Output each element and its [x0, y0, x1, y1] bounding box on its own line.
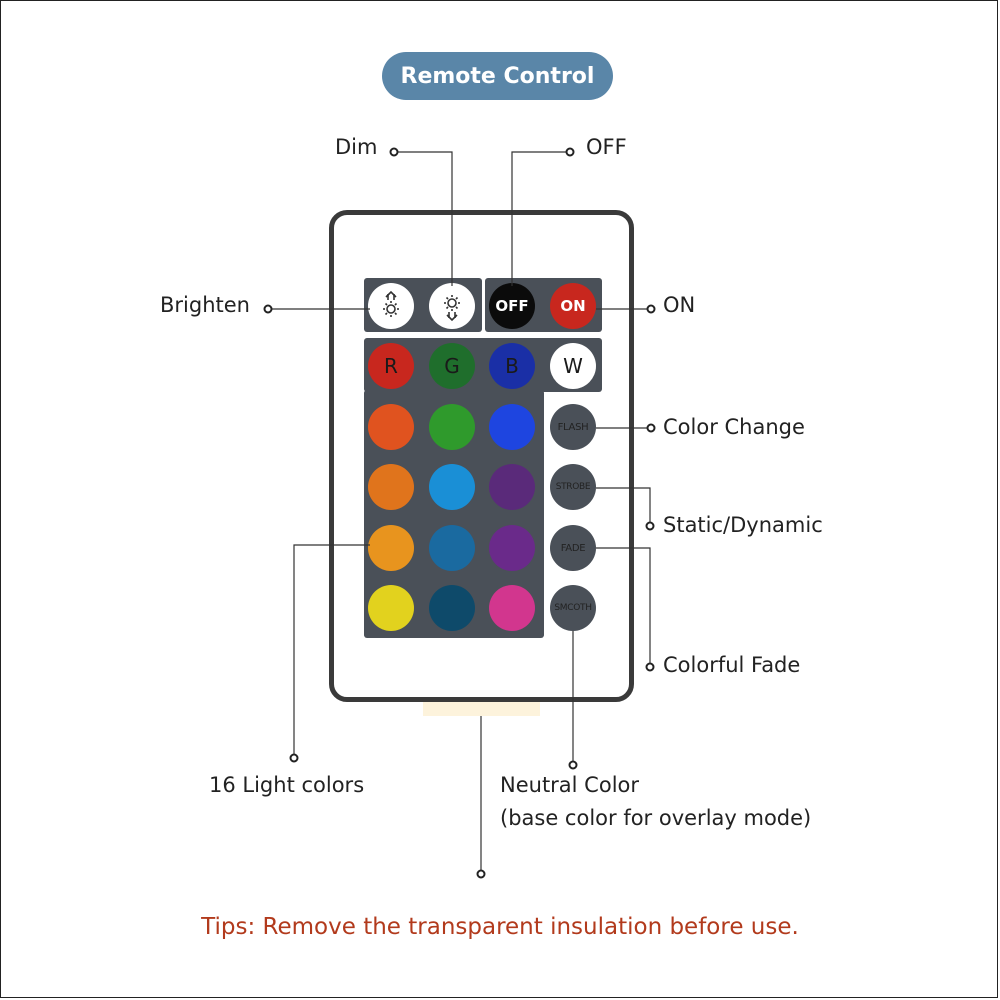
- flash-button-label: FLASH: [557, 421, 589, 433]
- label-off: OFF: [586, 135, 627, 159]
- color-button[interactable]: [429, 404, 475, 450]
- on-button[interactable]: ON: [550, 283, 596, 329]
- dim-button[interactable]: [429, 283, 475, 329]
- blue-button-label: B: [505, 354, 519, 378]
- blue-button[interactable]: B: [489, 343, 535, 389]
- white-button-label: W: [563, 354, 583, 378]
- flash-button[interactable]: FLASH: [550, 404, 596, 450]
- color-button[interactable]: [489, 585, 535, 631]
- tips-text: Tips: Remove the transparent insulation …: [201, 914, 799, 940]
- color-button[interactable]: [429, 585, 475, 631]
- green-button[interactable]: G: [429, 343, 475, 389]
- label-neutral-color: Neutral Color: [500, 773, 640, 797]
- label-color-change: Color Change: [663, 415, 805, 439]
- label-neutral-color-note: (base color for overlay mode): [500, 806, 812, 830]
- label-dim: Dim: [335, 135, 378, 159]
- fade-button-label: FADE: [560, 542, 586, 554]
- color-button[interactable]: [489, 464, 535, 510]
- red-button[interactable]: R: [368, 343, 414, 389]
- page-title: Remote Control: [382, 52, 613, 100]
- color-button[interactable]: [429, 464, 475, 510]
- smooth-button-label: SMCOTH: [554, 603, 592, 613]
- brighten-button[interactable]: [368, 283, 414, 329]
- sun-up-icon: [383, 290, 399, 317]
- fade-button[interactable]: FADE: [550, 525, 596, 571]
- color-button[interactable]: [368, 585, 414, 631]
- strobe-button-label: STROBE: [555, 482, 591, 492]
- strobe-button[interactable]: STROBE: [550, 464, 596, 510]
- label-brighten: Brighten: [160, 293, 250, 317]
- sun-down-icon: [444, 295, 460, 322]
- color-button[interactable]: [368, 525, 414, 571]
- label-colorful-fade: Colorful Fade: [663, 653, 801, 677]
- red-button-label: R: [384, 354, 398, 378]
- label-on: ON: [663, 293, 696, 317]
- color-button[interactable]: [429, 525, 475, 571]
- smooth-button[interactable]: SMCOTH: [550, 585, 596, 631]
- color-button[interactable]: [368, 404, 414, 450]
- color-button[interactable]: [489, 404, 535, 450]
- label-static-dynamic: Static/Dynamic: [663, 513, 823, 537]
- label-light-colors: 16 Light colors: [209, 773, 365, 797]
- color-button[interactable]: [489, 525, 535, 571]
- off-button[interactable]: OFF: [489, 283, 535, 329]
- green-button-label: G: [444, 354, 460, 378]
- white-button[interactable]: W: [550, 343, 596, 389]
- off-button-label: OFF: [495, 297, 529, 315]
- on-button-label: ON: [560, 297, 586, 315]
- color-button[interactable]: [368, 464, 414, 510]
- remote-base: [423, 702, 540, 716]
